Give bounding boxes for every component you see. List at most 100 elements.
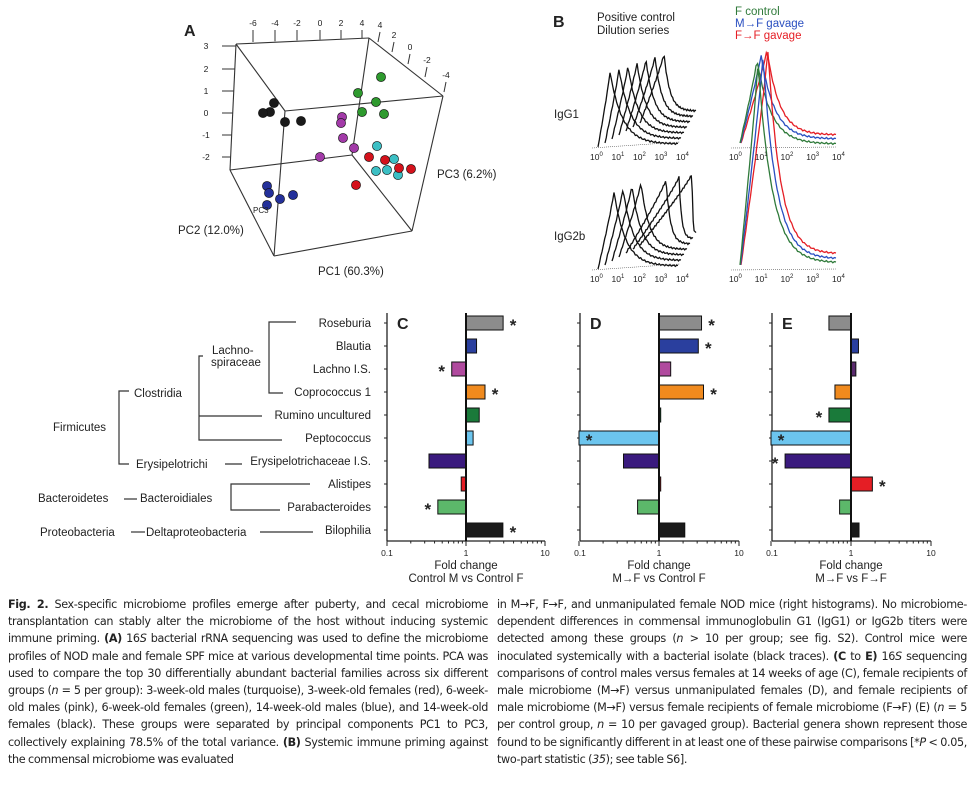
pca-point-red — [351, 180, 361, 190]
bar-rumino-uncultured — [828, 407, 852, 423]
caption-text-run: Systemic immune priming against the comm… — [8, 735, 488, 766]
caption-text-run: n — [51, 684, 59, 698]
cube-edge — [229, 43, 237, 171]
top-tick-label: 2 — [339, 18, 344, 28]
tree-lines — [118, 321, 313, 533]
phylum-proteobacteria: Proteobacteria — [40, 527, 115, 539]
panel-letter: E — [782, 316, 793, 333]
left-tick-label: 2 — [204, 64, 209, 74]
caption-text-run: = 5 per control group, — [497, 701, 967, 732]
significance-star: * — [510, 316, 517, 335]
significance-star: * — [510, 523, 517, 542]
histogram-tick-label: 101 — [612, 152, 625, 162]
tick-exponent: 3 — [816, 274, 820, 280]
significance-star: * — [492, 385, 499, 404]
tick-exponent: 4 — [685, 274, 689, 280]
histogram-tick-label: 102 — [633, 152, 646, 162]
family-lachnospiraceae-line1: Lachno- — [212, 345, 254, 357]
pca-point-red — [364, 152, 374, 162]
bar-roseburia — [658, 315, 703, 331]
bar-erysipelotrichaceae-i-s- — [428, 453, 467, 469]
caption-text-run: Sex-specific microbiome profiles emerge … — [8, 598, 488, 646]
gavage-trace-0 — [739, 61, 837, 146]
left-tick-label: 1 — [204, 86, 209, 96]
bar-bilophilia — [465, 522, 504, 538]
pca-point-blue — [275, 194, 285, 204]
histogram-tick-label: 100 — [729, 152, 742, 162]
histogram-axis — [730, 268, 837, 271]
pca-point-turquoise — [372, 141, 382, 151]
significance-star: * — [778, 431, 785, 450]
pca-point-pink — [349, 143, 359, 153]
x-tick-label: 10 — [734, 548, 744, 558]
x-tick-label: 0.1 — [574, 548, 586, 558]
histogram-tick-label: 103 — [655, 274, 668, 284]
caption-text-run: Fig. 2. — [8, 598, 49, 611]
tick-exponent: 1 — [764, 152, 768, 158]
dilution-trace — [625, 59, 691, 132]
x-axis-sublabel: M→F vs Control F — [612, 573, 705, 585]
order-bacteroidiales: Bacteroidiales — [140, 493, 212, 505]
tick-exponent: 0 — [738, 152, 742, 158]
family-lachnospiraceae-line2: spiraceae — [211, 357, 261, 369]
panel-b-letter: B — [553, 14, 565, 31]
class-clostridia: Clostridia — [134, 388, 183, 400]
x-tick-label: 1 — [849, 548, 854, 558]
histogram-axis — [591, 141, 681, 149]
pca-point-blue — [262, 200, 272, 210]
bar-lachno-i-s- — [658, 361, 672, 377]
caption-text-run: E) — [865, 649, 878, 663]
tick-exponent: 4 — [841, 152, 845, 158]
dilution-trace — [639, 55, 697, 124]
pca-point-pink — [338, 133, 348, 143]
pca-point-green — [357, 107, 367, 117]
tick-exponent: 4 — [841, 274, 845, 280]
pca-point-red — [406, 164, 416, 174]
row-label-igg1: IgG1 — [554, 109, 579, 121]
dilution-trace — [604, 69, 682, 144]
dilution-trace — [618, 182, 688, 258]
histogram-tick-label: 101 — [755, 274, 768, 284]
significance-star: * — [816, 408, 823, 427]
caption-text-run: (C — [833, 649, 846, 663]
x-tick-label: 1 — [657, 548, 662, 558]
significance-star: * — [772, 454, 779, 473]
significance-star: * — [438, 362, 445, 381]
tick-exponent: 1 — [621, 152, 625, 158]
genus-label: Bilophilia — [325, 525, 372, 537]
tick-exponent: 3 — [664, 274, 668, 280]
pca-point-pink — [315, 152, 325, 162]
bar-peptococcus — [465, 430, 474, 446]
histogram-tick-label: 102 — [781, 274, 794, 284]
cube-edge — [411, 95, 444, 232]
genus-label: Blautia — [336, 341, 372, 353]
pc2-axis-label: PC2 (12.0%) — [178, 225, 244, 237]
pc1-axis-label: PC1 (60.3%) — [318, 266, 384, 278]
histogram-axis — [591, 263, 681, 271]
tick-exponent: 3 — [816, 152, 820, 158]
significance-star: * — [710, 385, 717, 404]
pca-point-green — [376, 72, 386, 82]
dilution-trace — [611, 188, 685, 262]
left-tick-label: -2 — [202, 152, 210, 162]
pca-point-green — [379, 109, 389, 119]
bar-lachno-i-s- — [451, 361, 467, 377]
bar-parabacteroides — [637, 499, 660, 515]
significance-star: * — [879, 477, 886, 496]
caption-text-run: = 5 per group): 3-week-old males (turquo… — [8, 684, 488, 749]
tick-mark — [391, 41, 395, 53]
pca-point-turquoise — [389, 154, 399, 164]
top-tick-label: 4 — [360, 18, 365, 28]
pca-point-black — [258, 108, 268, 118]
caption-text-run: n — [937, 701, 945, 715]
genus-label: Erysipelotrichaceae I.S. — [250, 456, 371, 468]
genus-label: Lachno I.S. — [313, 364, 371, 376]
dilution-trace — [597, 192, 679, 270]
pc3-inner-label: PC3 — [253, 206, 269, 215]
panel-letter: D — [590, 316, 602, 333]
x-tick-label: 10 — [540, 548, 550, 558]
caption-text-run: (A) — [104, 632, 122, 646]
bar-roseburia — [828, 315, 852, 331]
